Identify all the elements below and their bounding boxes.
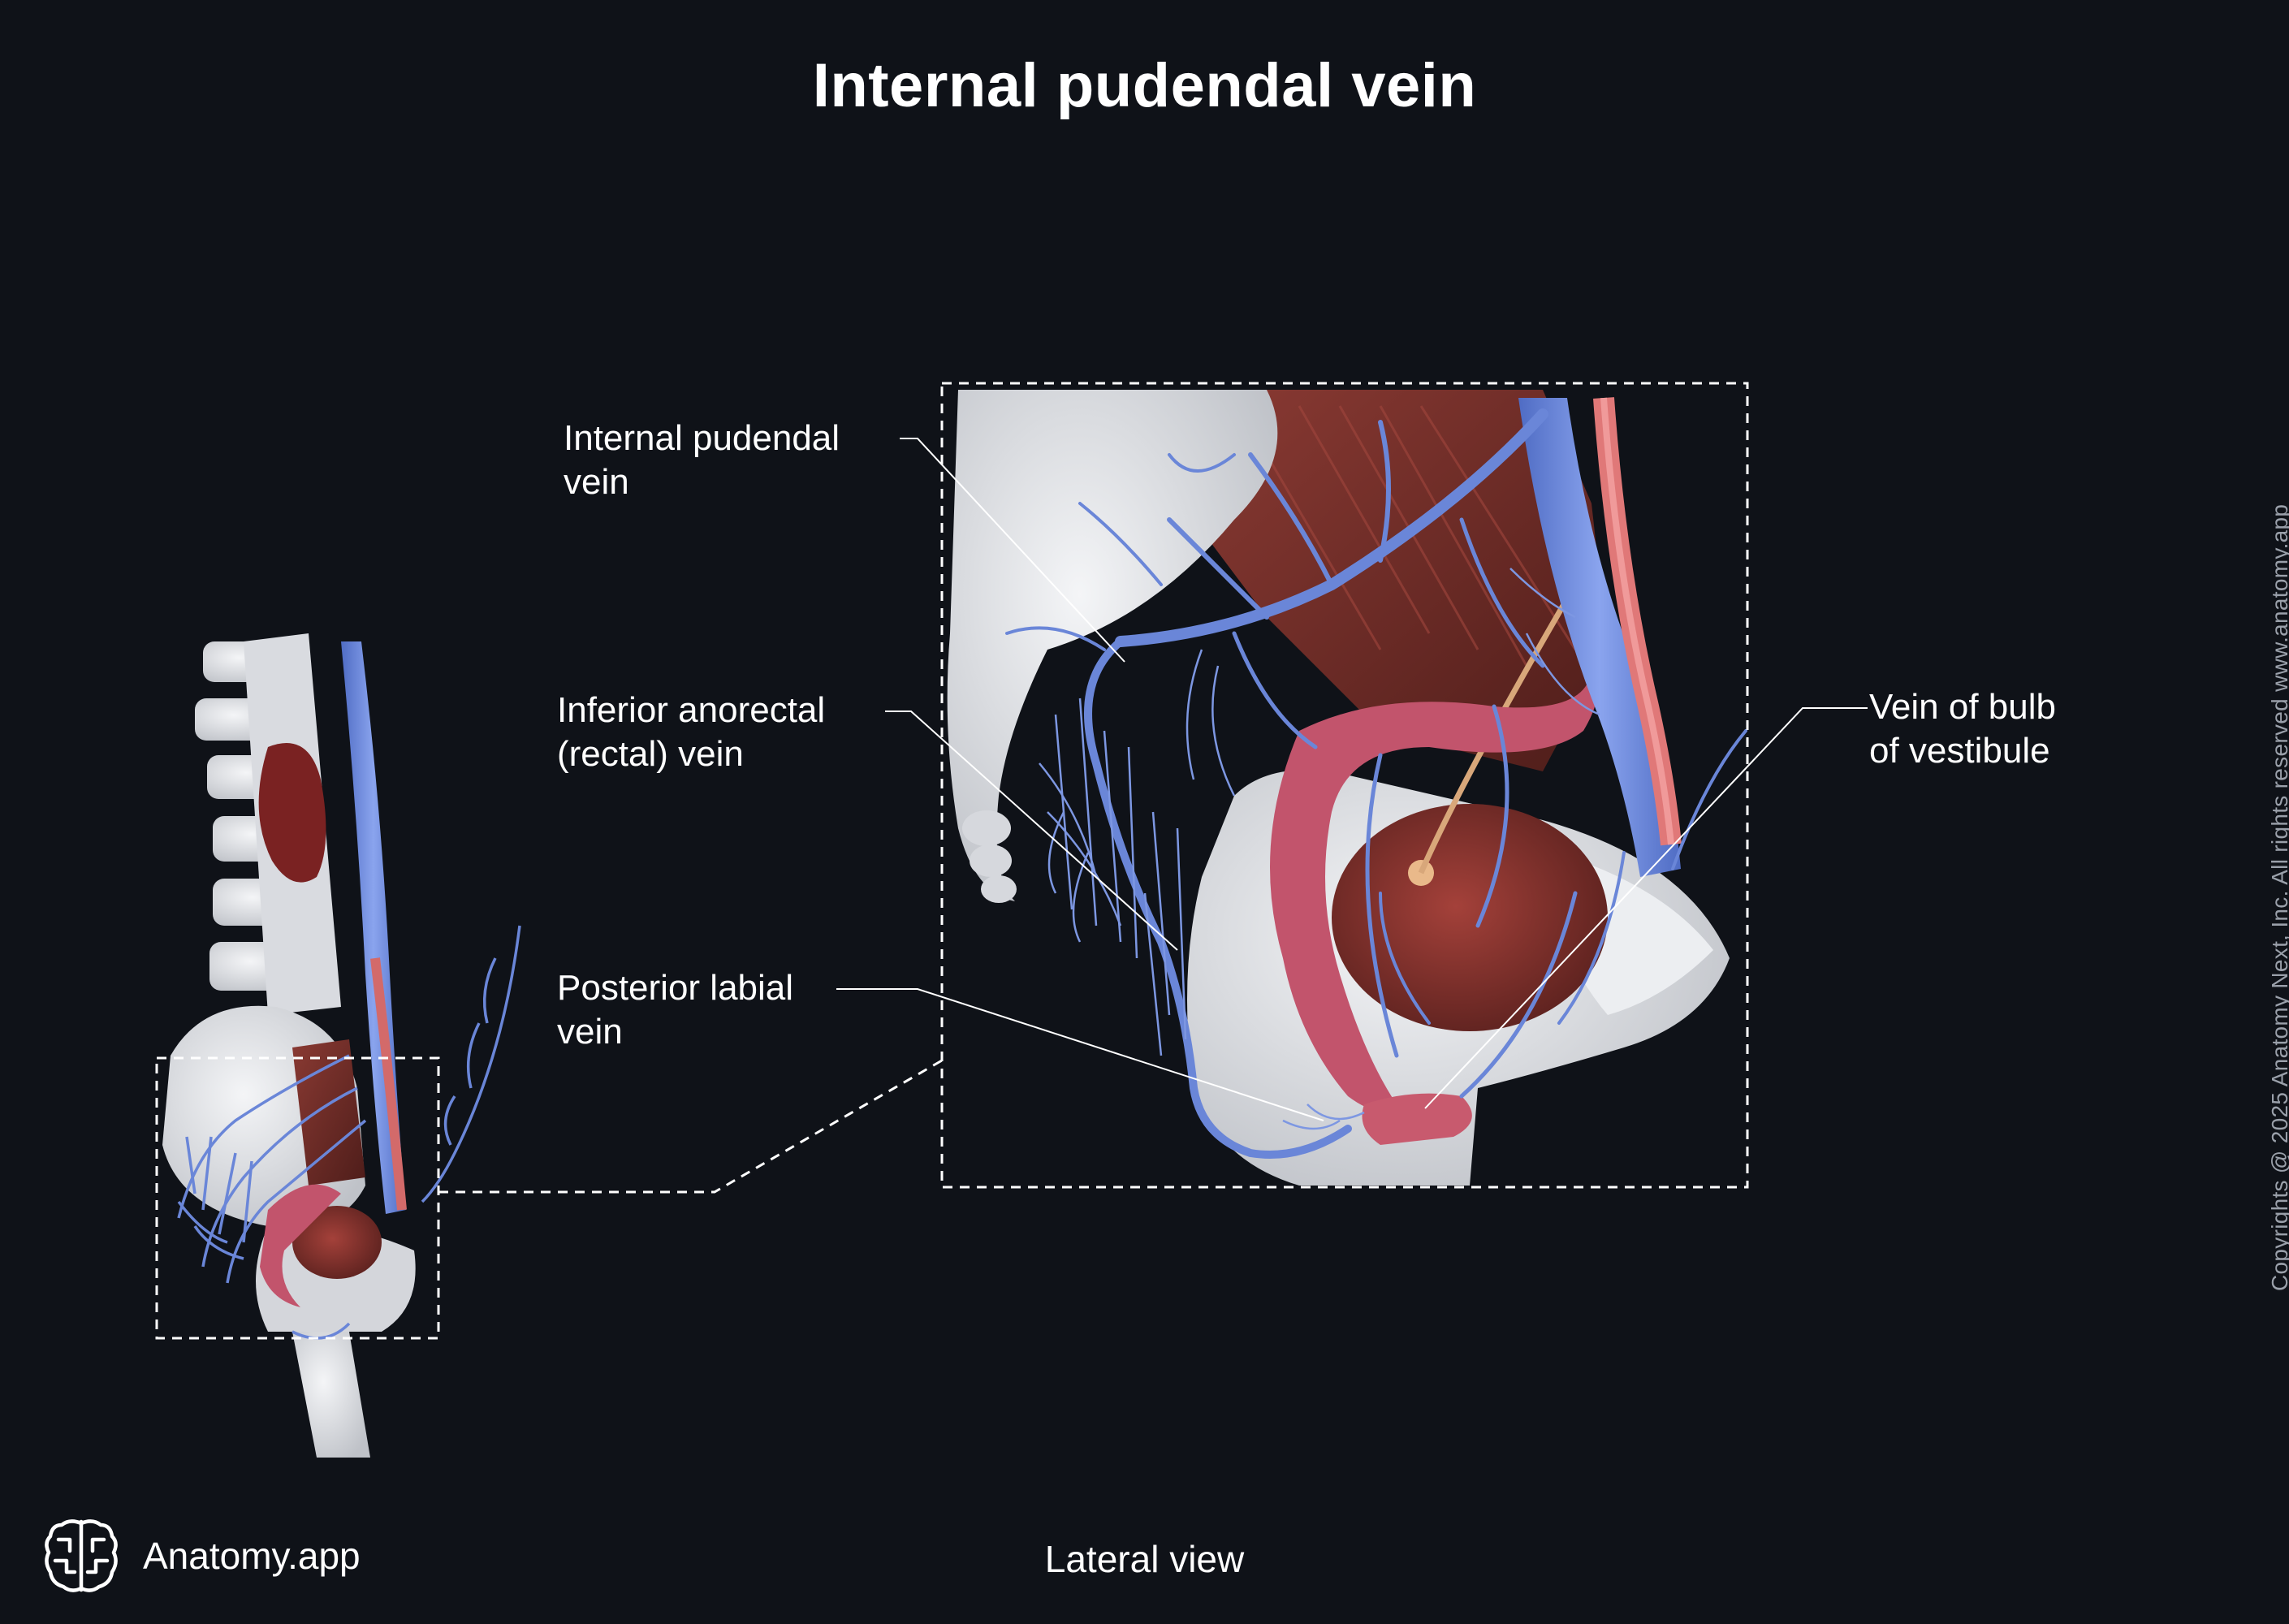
brand-name: Anatomy.app [143, 1535, 361, 1577]
brand: Anatomy.app [41, 1515, 361, 1596]
detail-fine-venules [1039, 568, 1600, 1130]
overview-femur [292, 1332, 370, 1458]
leader-posterior-labial-vein [836, 988, 1324, 1121]
overview-highlight-box [155, 1056, 440, 1340]
copyright-notice: Copyrights @ 2025 Anatomy Next, Inc. All… [2267, 503, 2289, 1291]
view-caption: Lateral view [1044, 1538, 1245, 1580]
zoom-connector-line [438, 1059, 943, 1194]
detail-iliac-vein [1518, 398, 1681, 877]
overview-uterus [292, 1206, 382, 1279]
brain-logo-icon [45, 1519, 118, 1592]
detail-uterus [1332, 804, 1608, 1031]
page-title: Internal pudendal vein [812, 51, 1477, 120]
detail-figure [947, 390, 1747, 1186]
overview-artery [370, 957, 407, 1211]
leader-inferior-anorectal-vein [885, 710, 1178, 951]
overview-figure [162, 633, 521, 1458]
detail-sacrum [947, 390, 1278, 901]
leader-vein-of-bulb-of-vestibule [1424, 707, 1868, 1109]
detail-vein-network [1005, 408, 1747, 1159]
detail-vestibule-bulb [1362, 1093, 1472, 1145]
detail-gluteal-muscle [1194, 390, 1608, 771]
label-vein-of-bulb-of-vestibule: Vein of bulb of vestibule [1869, 687, 2056, 771]
overview-bowel [260, 1184, 341, 1307]
overview-kidney [258, 743, 326, 883]
label-posterior-labial-vein: Posterior labial vein [557, 968, 794, 1052]
label-internal-pudendal-vein: Internal pudendal vein [564, 418, 840, 502]
detail-frame [940, 382, 1749, 1189]
label-inferior-anorectal-vein: Inferior anorectal (rectal) vein [557, 690, 826, 774]
overview-vein-branches [177, 925, 521, 1340]
detail-rectum [1270, 666, 1598, 1111]
leader-internal-pudendal-vein [900, 438, 1125, 663]
leader-lines [836, 438, 1868, 1121]
